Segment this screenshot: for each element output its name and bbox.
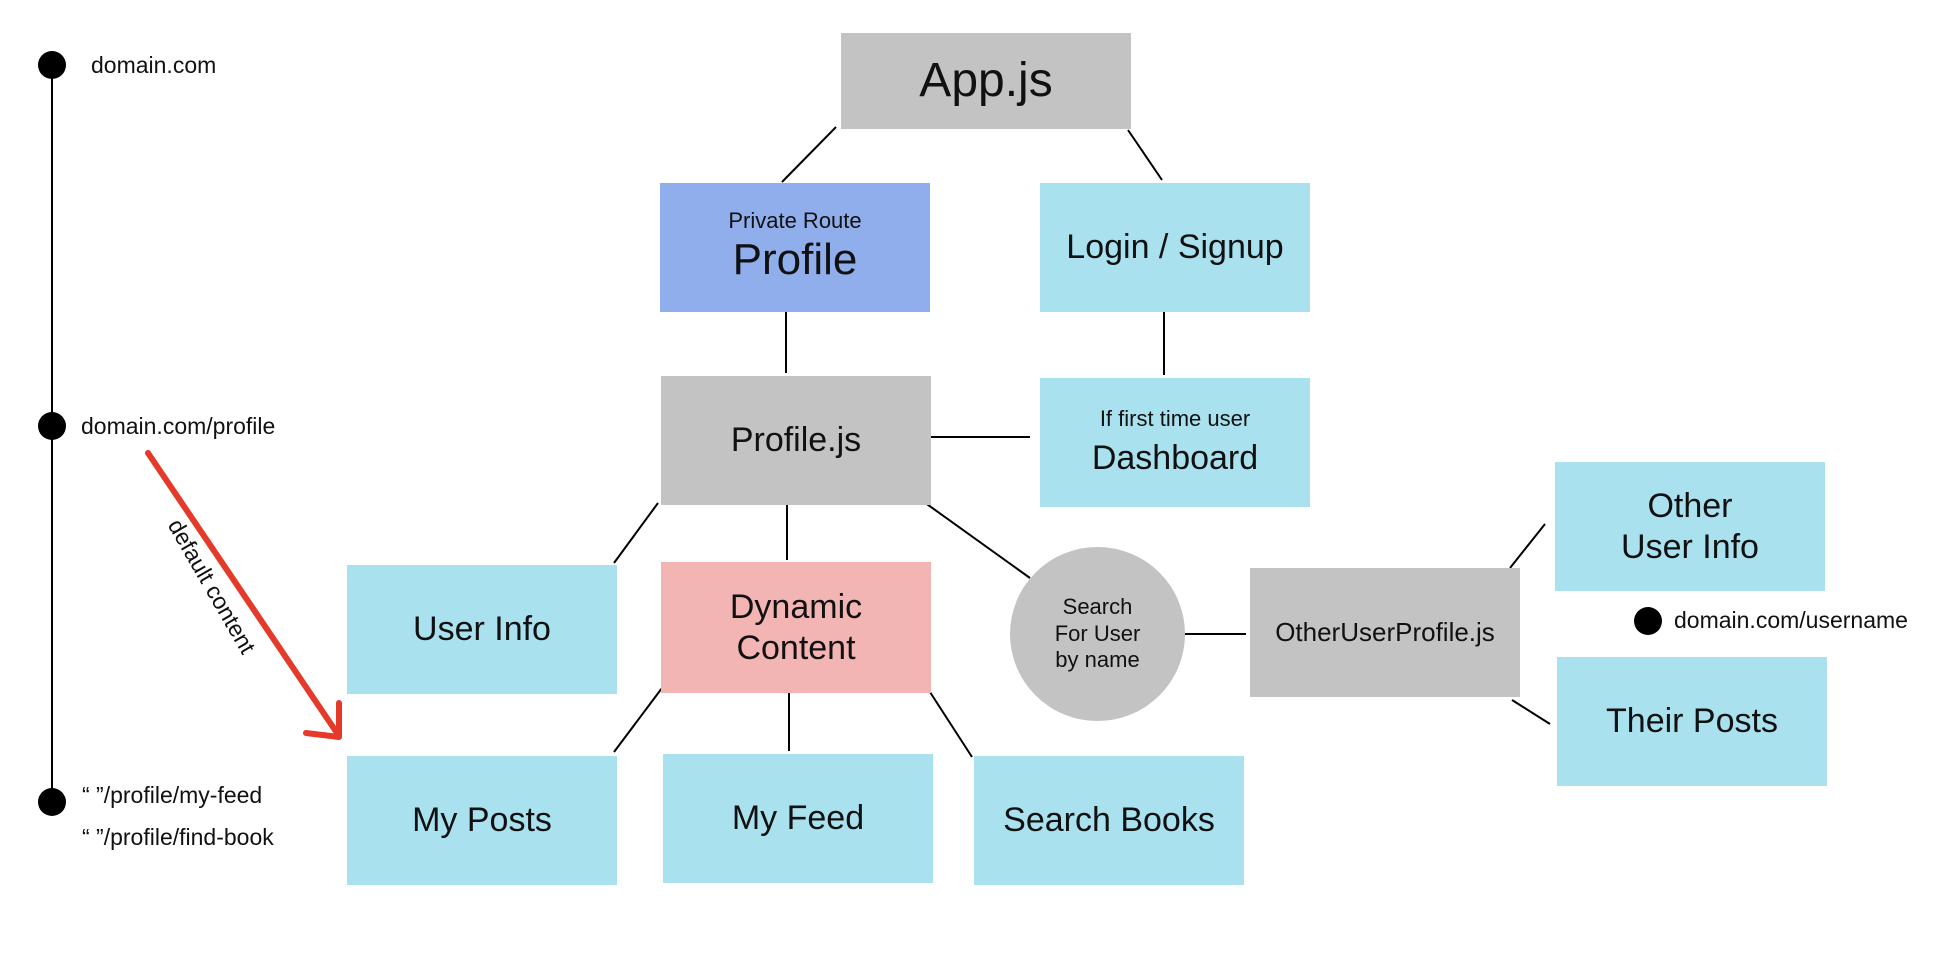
dynamic-content-label-line1: Dynamic: [729, 587, 863, 626]
route-dot-root: [38, 51, 66, 79]
app-node-label: App.js: [919, 54, 1053, 108]
other-user-info-label-line2: User Info: [1621, 527, 1759, 566]
route-label-find-book: “ ”/profile/find-book: [82, 824, 274, 850]
my-feed-node: My Feed: [663, 754, 933, 883]
edge-otherprofile-theirposts: [1511, 699, 1551, 725]
edge-dynamic-searchbooks: [927, 688, 973, 758]
app-node: App.js: [841, 33, 1131, 129]
edge-dynamic-myposts: [613, 687, 663, 753]
route-dot-profile: [38, 412, 66, 440]
edge-otherprofile-otherinfo: [1509, 523, 1546, 569]
dashboard-caption: If first time user: [1099, 405, 1251, 431]
user-info-label: User Info: [413, 610, 551, 649]
dashboard-node: If first time user Dashboard: [1040, 378, 1310, 507]
edge-app-profile: [781, 126, 837, 183]
dynamic-content-label-line2: Content: [736, 628, 856, 667]
edge-profilejs-userinfo: [613, 502, 659, 564]
search-user-label-line1: Search: [1062, 594, 1133, 620]
default-content-arrowhead: [303, 700, 342, 740]
other-user-profile-node: OtherUserProfile.js: [1250, 568, 1520, 697]
their-posts-label: Their Posts: [1606, 702, 1778, 741]
login-signup-label: Login / Signup: [1066, 228, 1284, 267]
route-label-root: domain.com: [91, 52, 217, 78]
profile-node-caption: Private Route: [728, 207, 862, 233]
my-posts-node: My Posts: [347, 756, 617, 885]
login-signup-node: Login / Signup: [1040, 183, 1310, 312]
route-label-profile: domain.com/profile: [81, 413, 276, 439]
profile-js-node: Profile.js: [661, 376, 931, 505]
profile-node: Private Route Profile: [660, 183, 930, 312]
search-user-label-line3: by name: [1055, 647, 1140, 673]
default-content-arrow: [145, 450, 340, 736]
other-user-profile-label: OtherUserProfile.js: [1275, 616, 1495, 647]
edge-profilejs-search-user: [923, 501, 1031, 579]
profile-js-label: Profile.js: [730, 421, 862, 460]
other-user-info-node: Other User Info: [1555, 462, 1825, 591]
search-books-label: Search Books: [1003, 801, 1215, 840]
search-user-label-line2: For User: [1054, 620, 1141, 646]
dashboard-label: Dashboard: [1091, 439, 1259, 478]
my-posts-label: My Posts: [412, 801, 552, 840]
other-user-info-label-line1: Other: [1647, 486, 1733, 525]
dynamic-content-node: Dynamic Content: [661, 562, 931, 693]
user-info-node: User Info: [347, 565, 617, 694]
edge-app-login: [1127, 129, 1163, 181]
route-dot-username: [1634, 607, 1662, 635]
route-label-my-feed: “ ”/profile/my-feed: [82, 782, 263, 808]
profile-node-label: Profile: [732, 235, 858, 285]
their-posts-node: Their Posts: [1557, 657, 1827, 786]
my-feed-label: My Feed: [731, 799, 865, 838]
route-label-username: domain.com/username: [1674, 607, 1908, 633]
search-user-node: Search For User by name: [1010, 547, 1185, 721]
search-books-node: Search Books: [974, 756, 1244, 885]
route-dot-subroutes: [38, 788, 66, 816]
